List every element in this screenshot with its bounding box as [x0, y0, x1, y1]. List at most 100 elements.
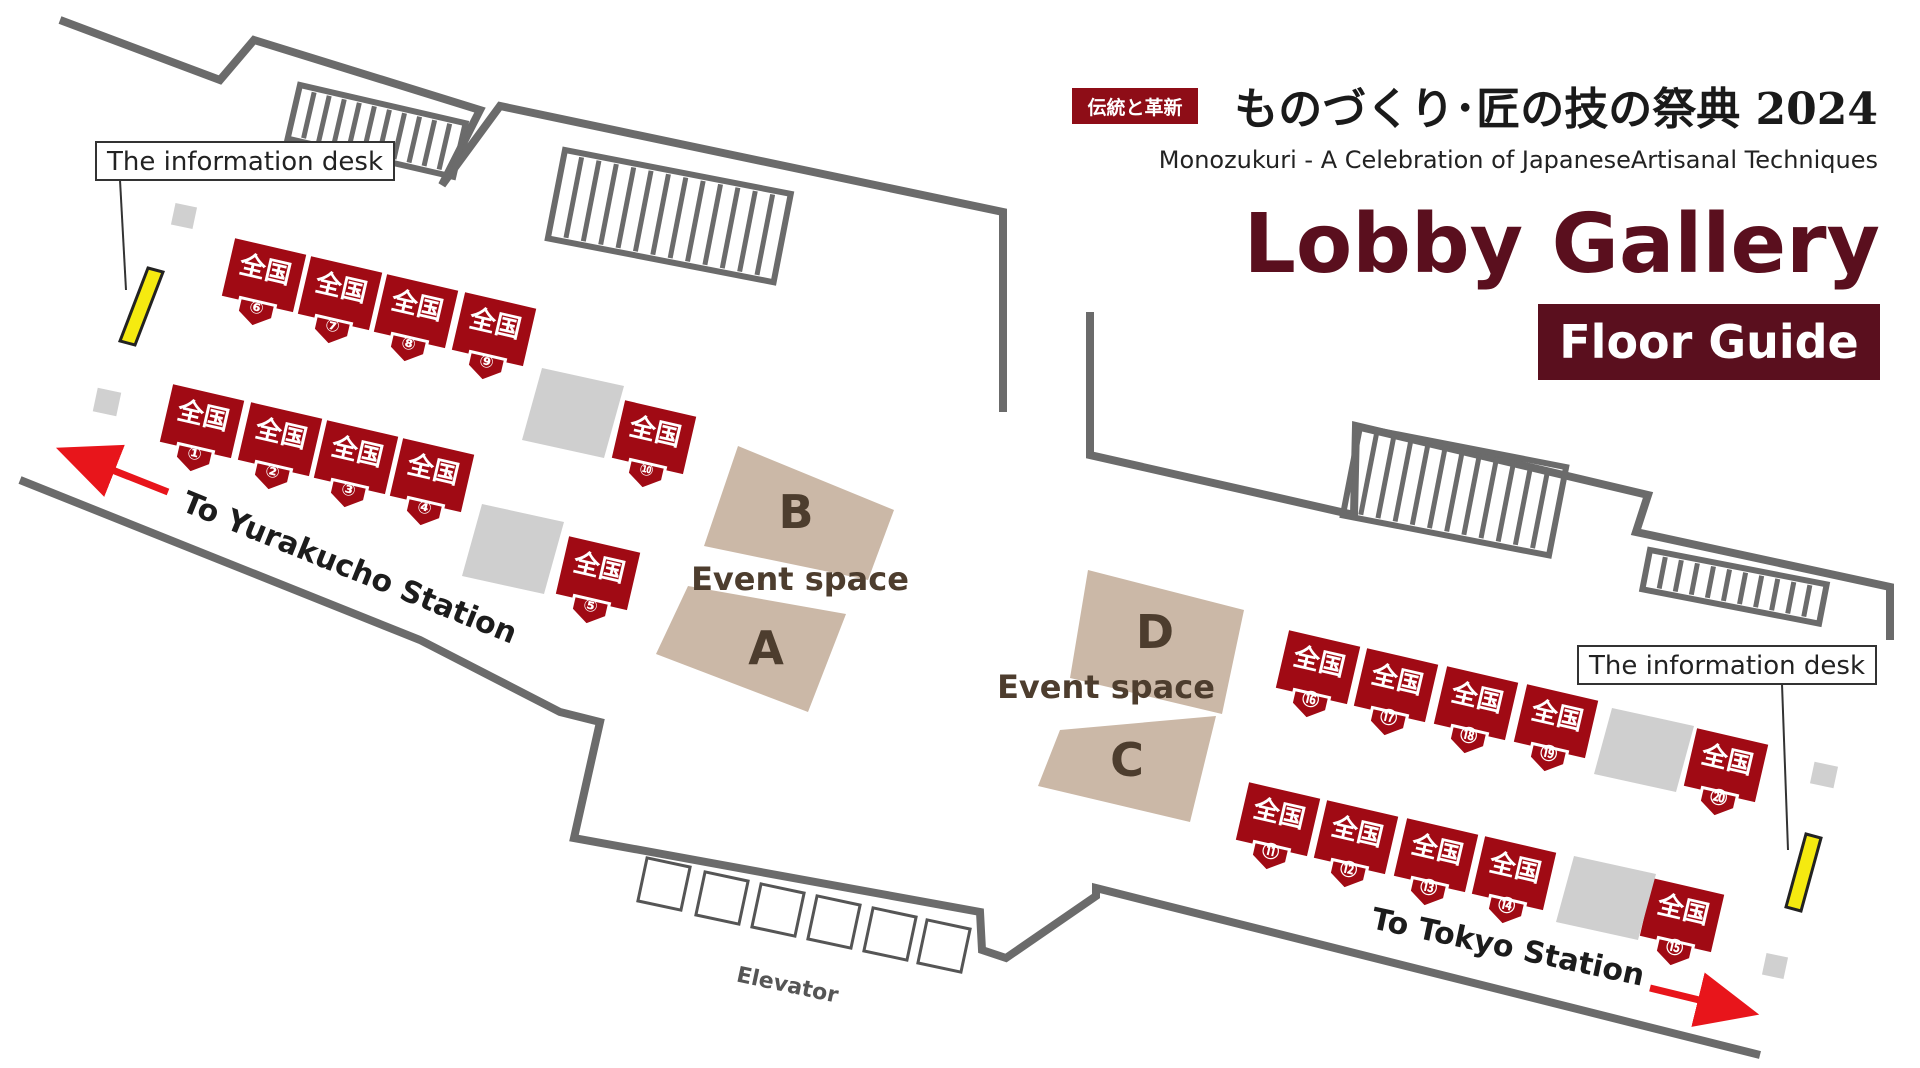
booth-tab	[403, 495, 446, 529]
booth-tab	[1367, 705, 1410, 739]
booth-number: ①	[185, 443, 204, 466]
booth-number: ④	[415, 497, 434, 520]
booth-tab	[569, 593, 612, 627]
pillar-3	[1809, 761, 1839, 789]
elevator-door-4	[806, 894, 862, 950]
booth-number: ⑫	[1338, 858, 1359, 882]
upper-right-wall	[1086, 312, 1894, 640]
booth-tab	[465, 349, 508, 383]
booth-number: ⑭	[1496, 894, 1517, 918]
empty-booths	[462, 368, 1694, 940]
subtitle: Monozukuri - A Celebration of JapaneseAr…	[1159, 146, 1878, 174]
badge-box	[1072, 88, 1198, 124]
booth-3: 全国③	[310, 416, 402, 511]
booth-tab	[251, 459, 294, 493]
booth-tab	[1407, 875, 1450, 909]
booth-number: ⑬	[1418, 876, 1439, 900]
elevator-door-1	[636, 856, 692, 912]
booth-tab	[1249, 839, 1292, 873]
elevator-door-5	[862, 906, 918, 962]
booth-tab	[327, 477, 370, 511]
pillar-1	[170, 202, 198, 230]
booth-8: 全国⑧	[370, 270, 462, 365]
title-jp: ものづくり･匠の技の祭典 2024	[1234, 84, 1878, 135]
booth-tab	[1697, 785, 1740, 819]
booth-number: ⑪	[1260, 840, 1281, 864]
badge-text: 伝統と革新	[1087, 96, 1182, 119]
empty-booth-3	[1594, 708, 1694, 792]
booth-6: 全国⑥	[218, 234, 310, 329]
booth-tab	[1289, 687, 1332, 721]
booth-tab	[1527, 741, 1570, 775]
booth-4: 全国④	[386, 434, 478, 529]
booth-number: ⑨	[477, 351, 496, 374]
event-block-a	[656, 586, 846, 712]
event-letter-a: A	[748, 621, 784, 675]
booth-number: ③	[339, 479, 358, 502]
event-block-c	[1038, 716, 1216, 822]
elevator-door-6	[916, 918, 972, 974]
booth-number: ⑮	[1664, 936, 1685, 960]
info-desk-left: The information desk	[95, 141, 395, 347]
booth-number: ⑩	[637, 459, 656, 482]
empty-booth-4	[1556, 856, 1656, 940]
info-desk-label-right: The information desk	[1588, 651, 1865, 681]
info-desk-marker-right	[1784, 832, 1823, 913]
booth-9: 全国⑨	[448, 288, 540, 383]
booth-tab	[173, 441, 216, 475]
info-desk-label-box-right	[1577, 645, 1877, 685]
event-letter-d: D	[1136, 605, 1174, 659]
floor-guide-box	[1538, 304, 1880, 380]
booth-tab	[235, 295, 278, 329]
event-space-label-left: Event space	[691, 560, 909, 598]
event-letter-c: C	[1110, 733, 1144, 787]
info-desk-label-left: The information desk	[106, 147, 383, 177]
booth-1: 全国①	[156, 380, 248, 475]
lower-left-wall	[18, 476, 1761, 1059]
booth-number: ⑰	[1378, 706, 1399, 730]
booth-number: ⑱	[1458, 724, 1479, 748]
info-desk-label-box-left	[95, 141, 395, 181]
booth-number: ⑦	[323, 315, 342, 338]
floor-guide-text: Floor Guide	[1559, 315, 1859, 369]
booth-tab	[1327, 857, 1370, 891]
booth-7: 全国⑦	[294, 252, 386, 347]
event-block-b	[704, 446, 894, 580]
arrow-right-icon	[1649, 972, 1760, 1027]
empty-booth-1	[522, 368, 624, 458]
escalator-right-small	[1638, 546, 1831, 628]
pillar-4	[1761, 952, 1789, 980]
event-space-right: D C Event space	[997, 570, 1244, 822]
elevator-door-3	[750, 882, 806, 938]
booth-tab	[311, 313, 354, 347]
escalator-upper-middle	[544, 146, 795, 286]
booth-tab	[625, 457, 668, 491]
booth-number: ⑳	[1708, 786, 1729, 810]
main-title: Lobby Gallery	[1244, 197, 1880, 292]
empty-booth-2	[462, 504, 564, 594]
event-space-left: B A Event space	[656, 446, 909, 712]
pillar-2	[92, 387, 122, 417]
booth-number: ⑲	[1538, 742, 1559, 766]
elevators: Elevator	[636, 856, 972, 1009]
booth-2: 全国②	[234, 398, 326, 493]
booth-tab	[1485, 893, 1528, 927]
booth-tab	[1653, 935, 1696, 969]
elevator-label: Elevator	[734, 963, 840, 1009]
escalator-right-middle	[1339, 423, 1570, 559]
info-desk-right: The information desk	[1577, 645, 1877, 913]
info-desk-marker-left	[118, 266, 165, 347]
arrow-left-icon	[55, 444, 170, 497]
